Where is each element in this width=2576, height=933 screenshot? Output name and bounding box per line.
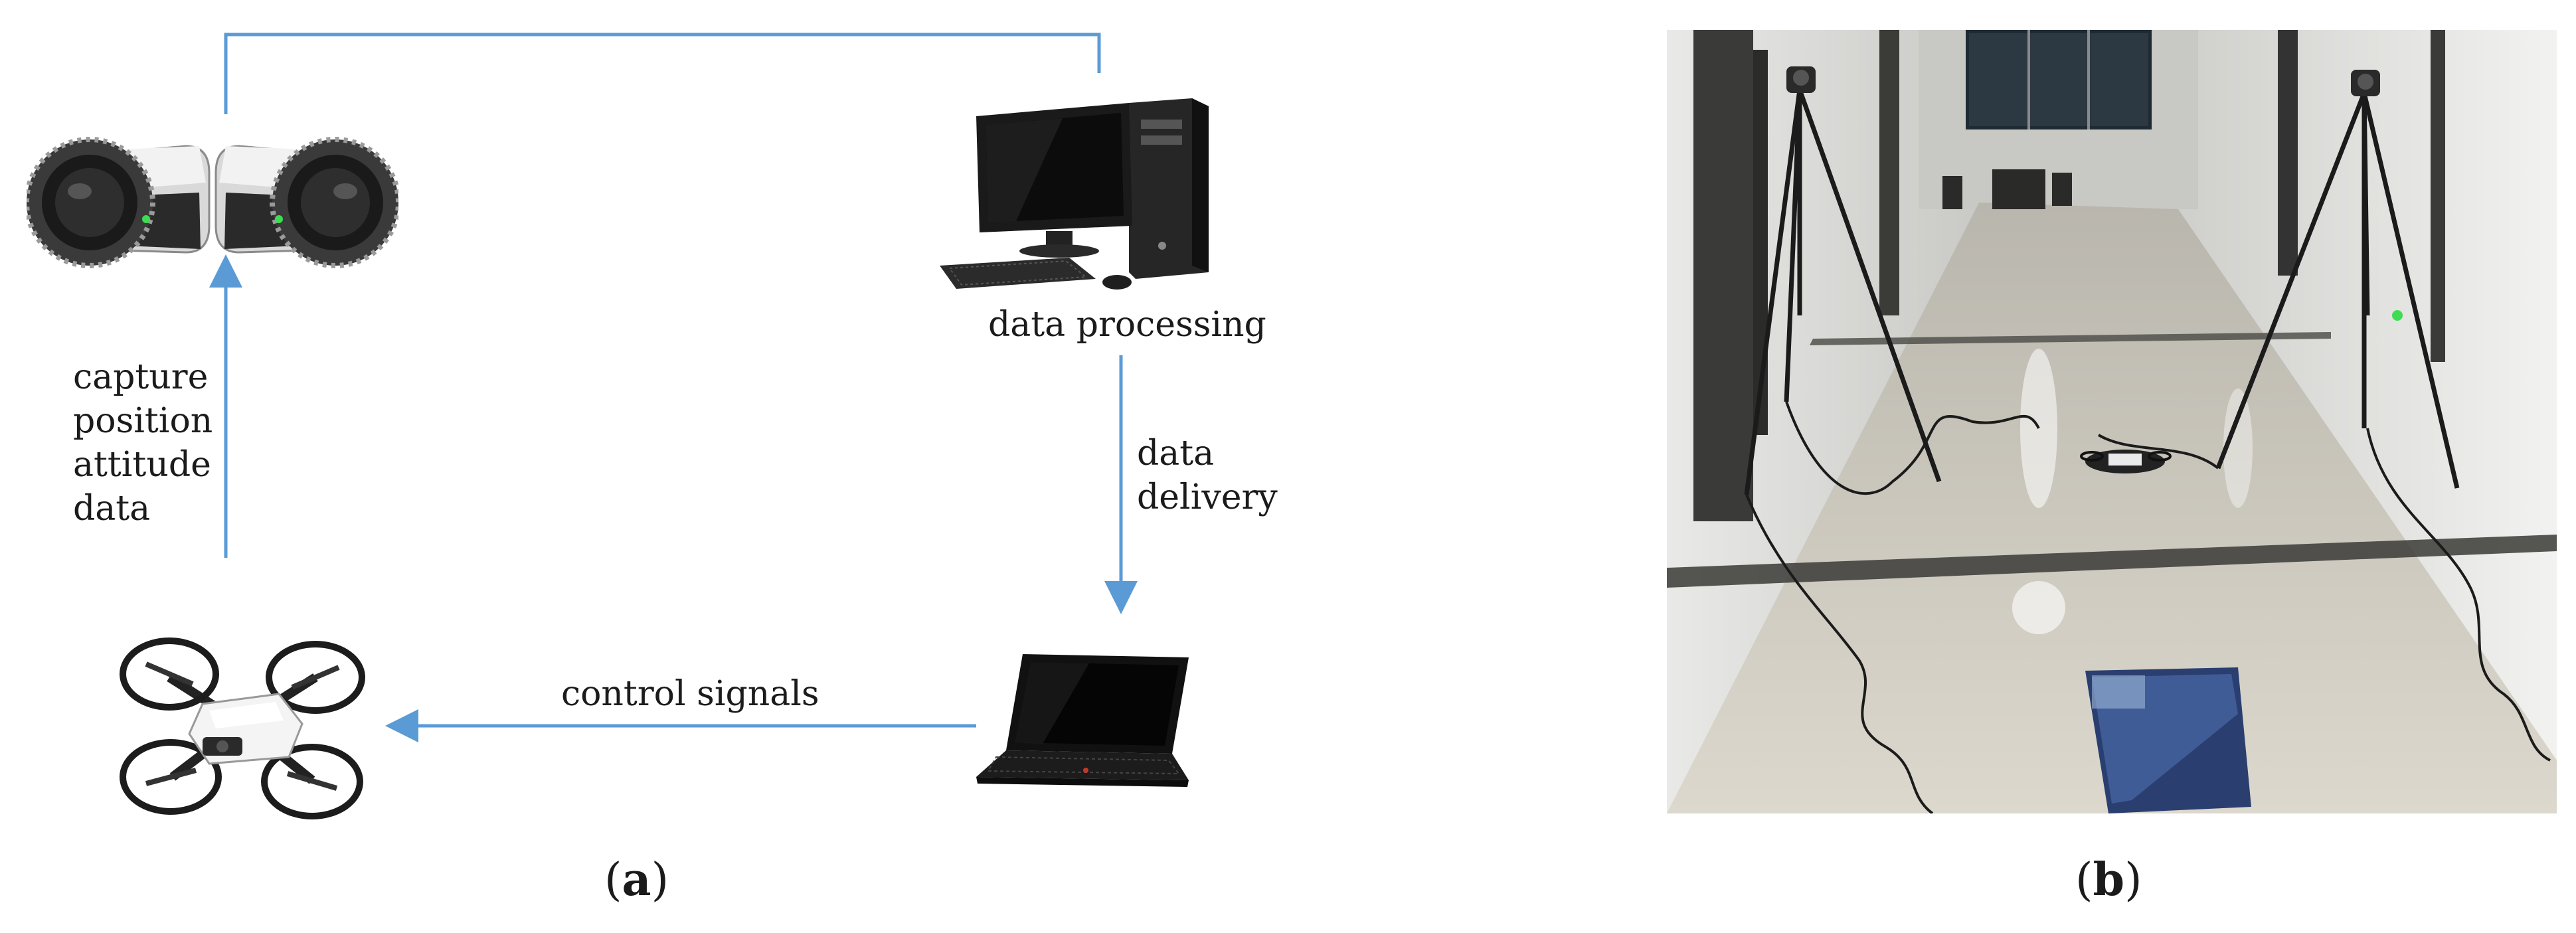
- delivery-label-line-2: delivery: [1137, 477, 1278, 517]
- desktop-label: data processing: [988, 305, 1266, 345]
- quadcopter-drone-icon: [120, 637, 365, 819]
- panel-a-letter: a: [622, 853, 651, 906]
- laptop-icon: [976, 654, 1189, 787]
- corridor-experiment-photo: [1667, 30, 2557, 813]
- capture-label-line-1: capture: [73, 357, 209, 397]
- capture-label-line-2: position: [73, 401, 213, 441]
- motion-capture-camera-icon: [27, 137, 398, 268]
- control-signals-label: control signals: [561, 674, 819, 714]
- capture-label-line-4: data: [73, 489, 151, 529]
- capture-label-line-3: attitude: [73, 445, 211, 485]
- panel-b-letter: b: [2093, 853, 2125, 906]
- delivery-label-line-1: data: [1137, 434, 1215, 473]
- camera-desktop-connector: [224, 33, 1101, 114]
- desktop-computer-icon: [940, 98, 1209, 290]
- panel-a-caption: (a): [604, 853, 669, 906]
- panel-b-caption: (b): [2075, 853, 2142, 906]
